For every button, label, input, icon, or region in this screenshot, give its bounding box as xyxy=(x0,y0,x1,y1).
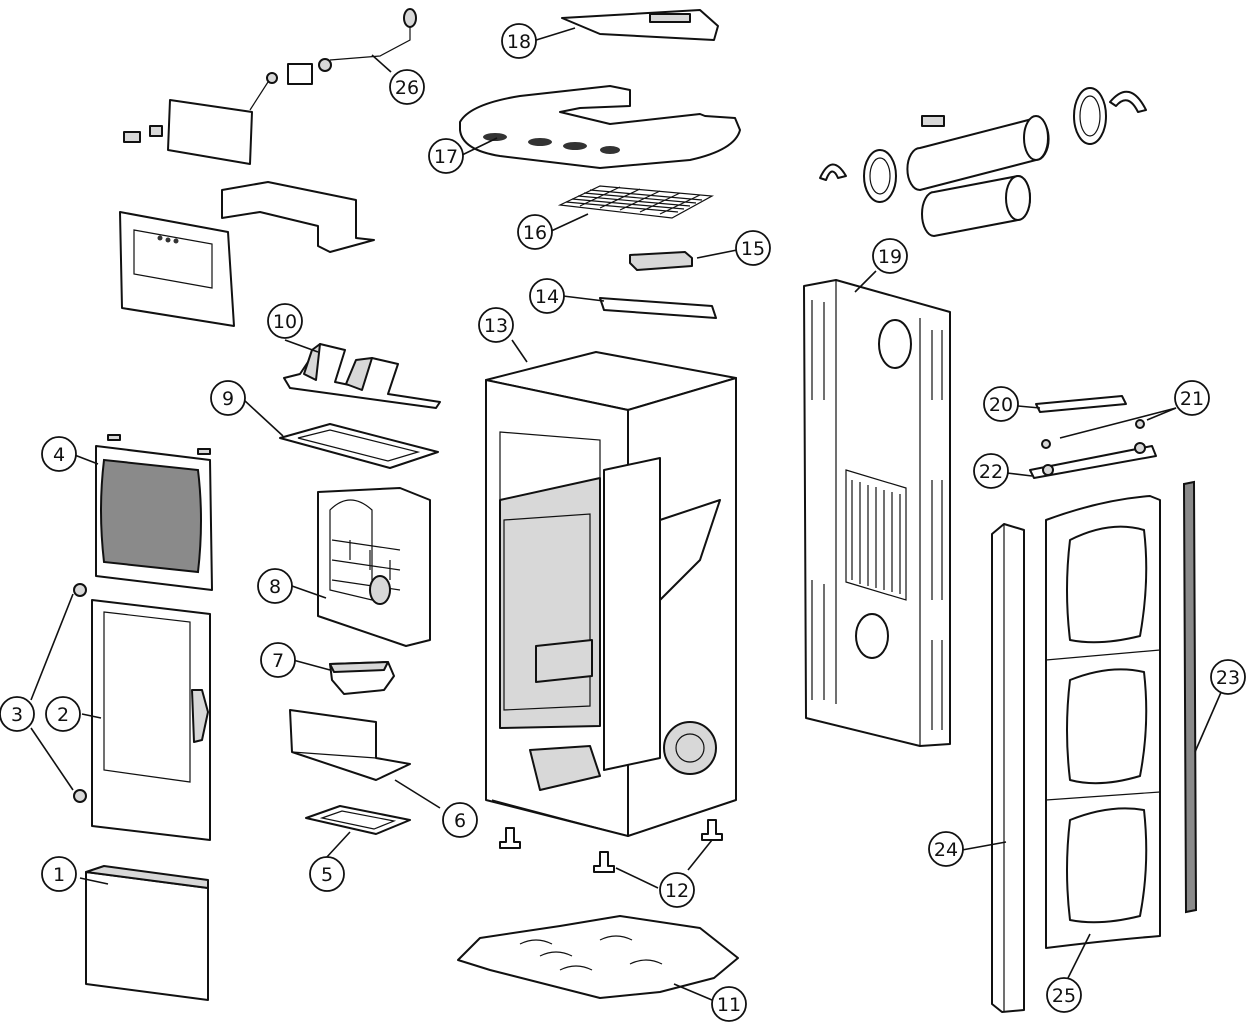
callout-26: 26 xyxy=(389,69,425,105)
callout-9: 9 xyxy=(210,380,246,416)
callout-10-label: 10 xyxy=(273,311,297,333)
callout-22: 22 xyxy=(973,453,1009,489)
flue-components xyxy=(819,87,1147,237)
callout-13-label: 13 xyxy=(484,315,508,337)
callout-16: 16 xyxy=(517,214,553,250)
callout-19: 19 xyxy=(872,238,908,274)
callout-13: 13 xyxy=(478,307,514,343)
leader-lines xyxy=(30,27,1223,1001)
callout-24: 24 xyxy=(928,831,964,867)
callout-6-label: 6 xyxy=(454,810,466,832)
callout-14-label: 14 xyxy=(535,286,559,308)
part-7-burnpot xyxy=(329,661,395,695)
callout-11-label: 11 xyxy=(717,994,741,1016)
part-14-bracket xyxy=(599,297,717,319)
callout-2-label: 2 xyxy=(57,704,69,726)
callout-24-label: 24 xyxy=(934,839,958,861)
part-9-gasket xyxy=(279,423,439,469)
callout-23-label: 23 xyxy=(1216,667,1240,689)
callout-7: 7 xyxy=(260,642,296,678)
callout-25: 25 xyxy=(1046,977,1082,1013)
callout-6: 6 xyxy=(442,802,478,838)
callout-15-label: 15 xyxy=(741,238,765,260)
callout-10: 10 xyxy=(267,303,303,339)
callout-12: 12 xyxy=(659,872,695,908)
part-24-side-rail xyxy=(991,523,1025,1013)
part-8-firebrick xyxy=(317,487,431,647)
callout-9-label: 9 xyxy=(222,388,234,410)
control-panel-group xyxy=(119,99,375,327)
callout-18: 18 xyxy=(501,23,537,59)
callout-4: 4 xyxy=(41,436,77,472)
part-23-strip xyxy=(1182,480,1198,914)
callout-8: 8 xyxy=(257,568,293,604)
callout-3: 3 xyxy=(0,696,35,732)
callout-2: 2 xyxy=(45,696,81,732)
part-15-block xyxy=(629,251,693,271)
part-13-chassis xyxy=(485,351,737,837)
part-18-top-cover xyxy=(561,9,719,41)
callout-20: 20 xyxy=(983,386,1019,422)
part-19-back-panel xyxy=(803,279,951,747)
callout-21: 21 xyxy=(1174,380,1210,416)
parts-20-22-brackets xyxy=(1029,395,1157,479)
callout-11: 11 xyxy=(711,986,747,1022)
part-17-top-frame xyxy=(459,85,741,169)
callout-3-label: 3 xyxy=(11,704,23,726)
part-12-feet xyxy=(499,819,723,873)
part-6-deflector xyxy=(289,709,411,781)
part-26-lever xyxy=(249,8,417,111)
callout-18-label: 18 xyxy=(507,31,531,53)
callout-22-label: 22 xyxy=(979,461,1003,483)
part-4-glass-grille xyxy=(95,434,213,591)
part-1-lower-panel xyxy=(85,865,209,1001)
part-2-door xyxy=(91,599,211,841)
part-10-fins xyxy=(283,343,441,409)
part-11-base-plate xyxy=(457,915,739,999)
callout-16-label: 16 xyxy=(523,222,547,244)
callout-14: 14 xyxy=(529,278,565,314)
callout-1-label: 1 xyxy=(53,864,65,886)
callout-17: 17 xyxy=(428,138,464,174)
callout-5: 5 xyxy=(309,856,345,892)
callout-17-label: 17 xyxy=(434,146,458,168)
callout-1: 1 xyxy=(41,856,77,892)
part-3-hinges xyxy=(73,583,87,803)
callout-25-label: 25 xyxy=(1052,985,1076,1007)
callout-15: 15 xyxy=(735,230,771,266)
callout-23: 23 xyxy=(1210,659,1246,695)
callout-19-label: 19 xyxy=(878,246,902,268)
callout-4-label: 4 xyxy=(53,444,65,466)
callout-7-label: 7 xyxy=(272,650,284,672)
callout-8-label: 8 xyxy=(269,576,281,598)
callout-5-label: 5 xyxy=(321,864,333,886)
part-25-front-panel xyxy=(1045,495,1161,949)
part-5-gasket xyxy=(305,805,411,835)
callout-21-label: 21 xyxy=(1180,388,1204,410)
part-16-mesh xyxy=(557,185,715,219)
callout-26-label: 26 xyxy=(395,77,419,99)
callout-20-label: 20 xyxy=(989,394,1013,416)
callout-12-label: 12 xyxy=(665,880,689,902)
